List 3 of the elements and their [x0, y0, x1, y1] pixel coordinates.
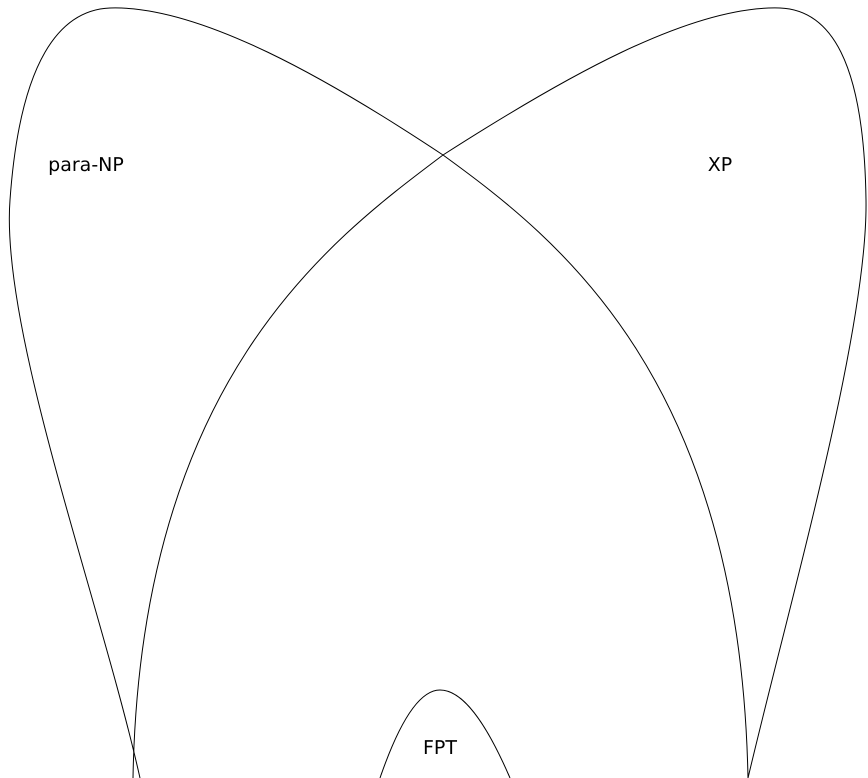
- set-label: FPT: [423, 737, 457, 759]
- set-label: XP: [708, 154, 732, 176]
- set-label: para-NP: [48, 154, 124, 176]
